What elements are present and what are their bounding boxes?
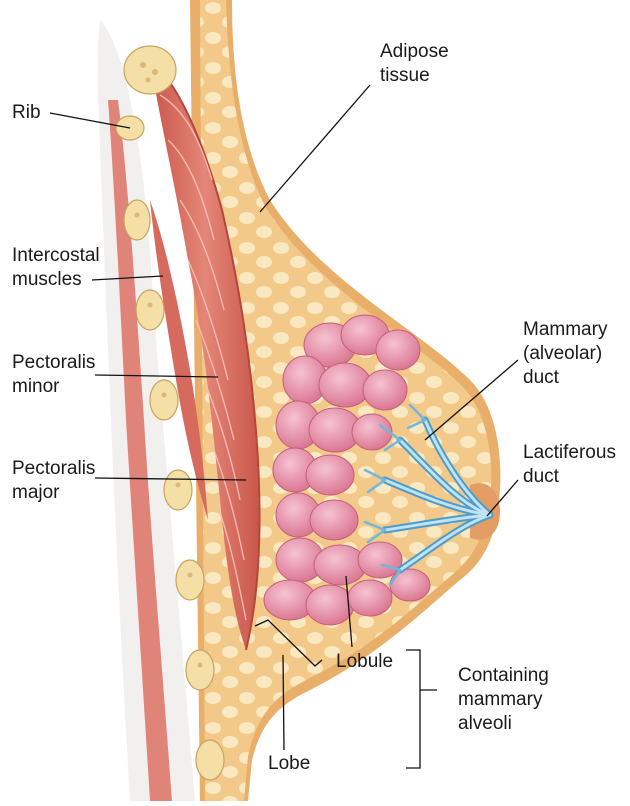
- label-pec-major-line1: Pectoralis: [12, 457, 95, 481]
- lobule-bracket: [406, 650, 437, 768]
- label-mammary-line2: (alveolar): [523, 342, 607, 366]
- label-rib-text: Rib: [12, 101, 41, 125]
- label-pectoralis-minor: Pectoralis minor: [12, 351, 95, 399]
- label-intercostal-line1: Intercostal: [12, 244, 100, 268]
- label-containing-mammary-alveoli: Containing mammary alveoli: [458, 664, 549, 736]
- label-pec-major-line2: major: [12, 481, 95, 505]
- label-pec-minor-line2: minor: [12, 375, 95, 399]
- label-lactiferous-line2: duct: [523, 465, 616, 489]
- label-containing-line1: Containing: [458, 664, 549, 688]
- adipose-leader: [260, 85, 370, 212]
- label-mammary-line1: Mammary: [523, 318, 607, 342]
- label-mammary-line3: duct: [523, 366, 607, 390]
- label-containing-line2: mammary: [458, 688, 549, 712]
- label-lobe-text: Lobe: [268, 752, 310, 776]
- label-adipose-line2: tissue: [380, 64, 449, 88]
- label-lactiferous-line1: Lactiferous: [523, 441, 616, 465]
- label-containing-line3: alveoli: [458, 712, 549, 736]
- label-lactiferous-duct: Lactiferous duct: [523, 441, 616, 489]
- label-intercostal-muscles: Intercostal muscles: [12, 244, 100, 292]
- label-adipose-tissue: Adipose tissue: [380, 40, 449, 88]
- label-lobule-text: Lobule: [336, 650, 393, 674]
- label-rib: Rib: [12, 101, 41, 125]
- label-adipose-line1: Adipose: [380, 40, 449, 64]
- label-pectoralis-major: Pectoralis major: [12, 457, 95, 505]
- label-pec-minor-line1: Pectoralis: [12, 351, 95, 375]
- label-intercostal-line2: muscles: [12, 268, 100, 292]
- label-lobule: Lobule: [336, 650, 393, 674]
- label-lobe: Lobe: [268, 752, 310, 776]
- label-mammary-duct: Mammary (alveolar) duct: [523, 318, 607, 390]
